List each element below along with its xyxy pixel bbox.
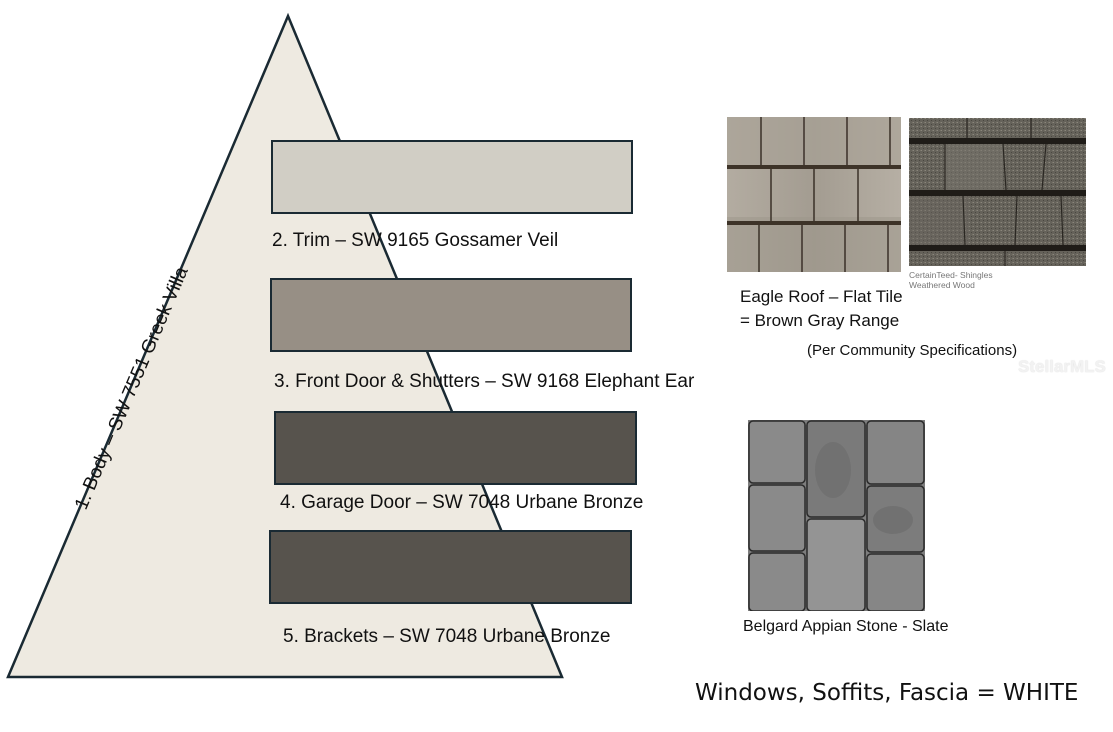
front-door-shutters-swatch (270, 278, 632, 352)
watermark: StellarMLS (1018, 357, 1106, 376)
shingle-roof-image (909, 118, 1086, 266)
garage-door-label: 4. Garage Door – SW 7048 Urbane Bronze (280, 492, 644, 513)
shingle-caption: CertainTeed- Shingles Weathered Wood (909, 270, 993, 291)
community-spec-note: (Per Community Specifications) (807, 342, 1018, 359)
flat-tile-roof-image (727, 117, 901, 272)
flat-tile-caption-line2: = Brown Gray Range (740, 311, 900, 330)
garage-door-swatch (274, 411, 637, 485)
brackets-swatch (269, 530, 632, 604)
trim-label: 2. Trim – SW 9165 Gossamer Veil (272, 230, 559, 251)
flat-tile-caption-line1: Eagle Roof – Flat Tile (740, 287, 903, 306)
paver-caption: Belgard Appian Stone - Slate (743, 618, 949, 635)
trim-white-note: Windows, Soffits, Fascia = WHITE (695, 680, 1079, 706)
brackets-label: 5. Brackets – SW 7048 Urbane Bronze (283, 626, 611, 647)
front-door-shutters-label: 3. Front Door & Shutters – SW 9168 Eleph… (274, 371, 695, 392)
shingle-caption-line1: CertainTeed- Shingles (909, 270, 993, 280)
trim-swatch (271, 140, 633, 214)
flat-tile-caption: Eagle Roof – Flat Tile = Brown Gray Rang… (740, 285, 903, 333)
paver-stone-image (748, 420, 925, 611)
shingle-caption-line2: Weathered Wood (909, 279, 975, 290)
